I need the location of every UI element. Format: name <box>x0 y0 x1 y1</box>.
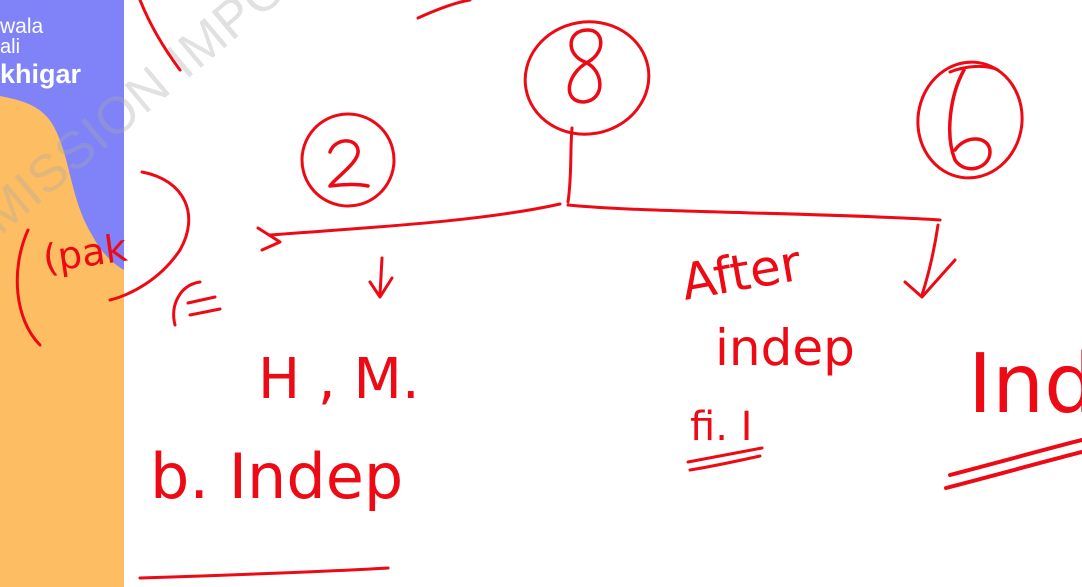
sidebar-banner: wala ali khigar <box>0 0 124 587</box>
underline-fi-2 <box>688 454 762 472</box>
tree-trunk <box>566 126 574 204</box>
right-arrow-shaft <box>920 223 940 297</box>
right-paren <box>108 170 191 302</box>
circle-right <box>916 60 1024 180</box>
digit-two <box>328 139 370 188</box>
label-b-indep: b. Indep <box>150 440 403 513</box>
left-curl <box>172 280 202 327</box>
left-arrow-head <box>368 276 394 299</box>
left-paren <box>15 228 42 347</box>
six-top-stroke <box>948 64 1000 74</box>
digit-six <box>948 68 992 171</box>
stroke-top-left <box>138 0 182 72</box>
left-arrow-shaft <box>378 256 384 297</box>
brand-text: wala ali khigar <box>0 16 81 88</box>
label-h-m: H , M. <box>258 347 420 412</box>
tree-right-branch <box>566 203 942 222</box>
label-after: After <box>677 234 806 312</box>
stroke-top-mid <box>416 0 472 20</box>
brand-line-2: ali <box>0 36 21 58</box>
equals-bottom <box>188 307 222 317</box>
label-ind: Ind <box>968 337 1082 432</box>
left-branch-hook <box>256 226 282 252</box>
underline-ind-2 <box>944 450 1082 490</box>
digit-eight <box>567 28 603 104</box>
underline-ind-1 <box>948 438 1082 477</box>
brand-line-1: wala <box>0 15 44 38</box>
circle-left <box>300 112 396 208</box>
equals-top <box>186 295 217 305</box>
note-pak: (pak <box>40 226 130 281</box>
brand-line-3: khigar <box>0 59 82 89</box>
tree-left-branch <box>268 202 562 237</box>
right-arrow-head <box>903 258 957 299</box>
label-fi: fi. I <box>690 404 752 450</box>
underline-b-indep <box>138 566 390 580</box>
sidebar-background <box>0 0 124 587</box>
circle-center <box>523 20 651 136</box>
underline-fi-1 <box>686 446 764 464</box>
label-indep: indep <box>715 319 855 377</box>
